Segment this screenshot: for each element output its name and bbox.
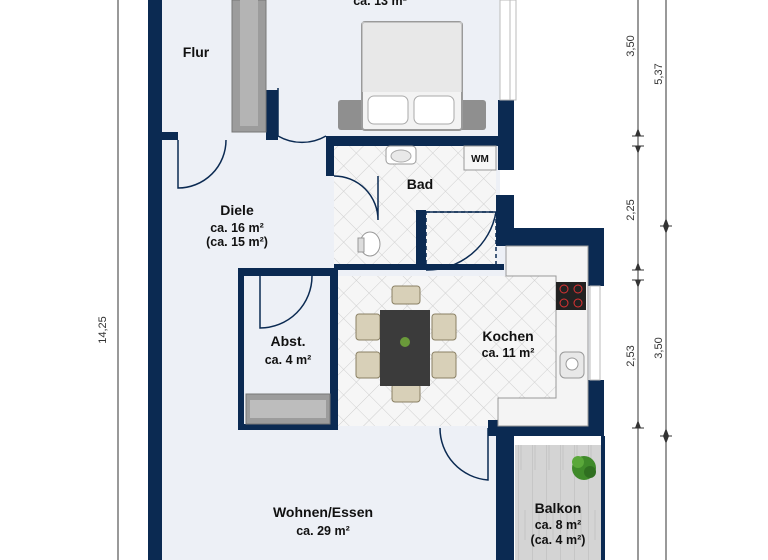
kitchen-fixtures bbox=[497, 245, 589, 427]
balkon-area: ca. 8 m² bbox=[535, 518, 582, 532]
dim-left-total: 14,25 bbox=[97, 316, 109, 344]
door-swings bbox=[177, 88, 497, 481]
diele-area: ca. 16 m² bbox=[210, 221, 264, 235]
flur-name: Flur bbox=[183, 44, 210, 60]
bad-name: Bad bbox=[407, 176, 433, 192]
dim-right-outer-top: 5,37 bbox=[653, 63, 665, 84]
wohnen-name: Wohnen/Essen bbox=[273, 504, 373, 520]
bed bbox=[338, 21, 486, 131]
wm-box bbox=[463, 145, 497, 171]
windows bbox=[499, 0, 601, 381]
wohnen-area: ca. 29 m² bbox=[296, 524, 350, 538]
dim-right-inner-mid: 2,25 bbox=[625, 199, 637, 220]
plant-icon bbox=[572, 456, 596, 480]
dining-set bbox=[355, 285, 457, 403]
abst-name: Abst. bbox=[271, 333, 306, 349]
kochen-name: Kochen bbox=[482, 328, 533, 344]
dim-right-inner-bottom: 2,53 bbox=[625, 345, 637, 366]
diele-name: Diele bbox=[220, 202, 254, 218]
schlafen-area: ca. 13 m² bbox=[353, 0, 407, 8]
bad-fixtures bbox=[357, 145, 497, 267]
abst-area: ca. 4 m² bbox=[265, 353, 312, 367]
balkon-area-alt: (ca. 4 m²) bbox=[531, 533, 586, 547]
dim-right-outer-bottom: 3,50 bbox=[653, 337, 665, 358]
walls bbox=[148, 0, 605, 560]
shower bbox=[425, 211, 497, 267]
kochen-area: ca. 11 m² bbox=[482, 346, 535, 360]
wm-label: WM bbox=[471, 154, 489, 165]
dim-right-inner-top: 3,50 bbox=[625, 35, 637, 56]
balkon-name: Balkon bbox=[535, 500, 582, 516]
diele-area-alt: (ca. 15 m²) bbox=[206, 235, 268, 249]
